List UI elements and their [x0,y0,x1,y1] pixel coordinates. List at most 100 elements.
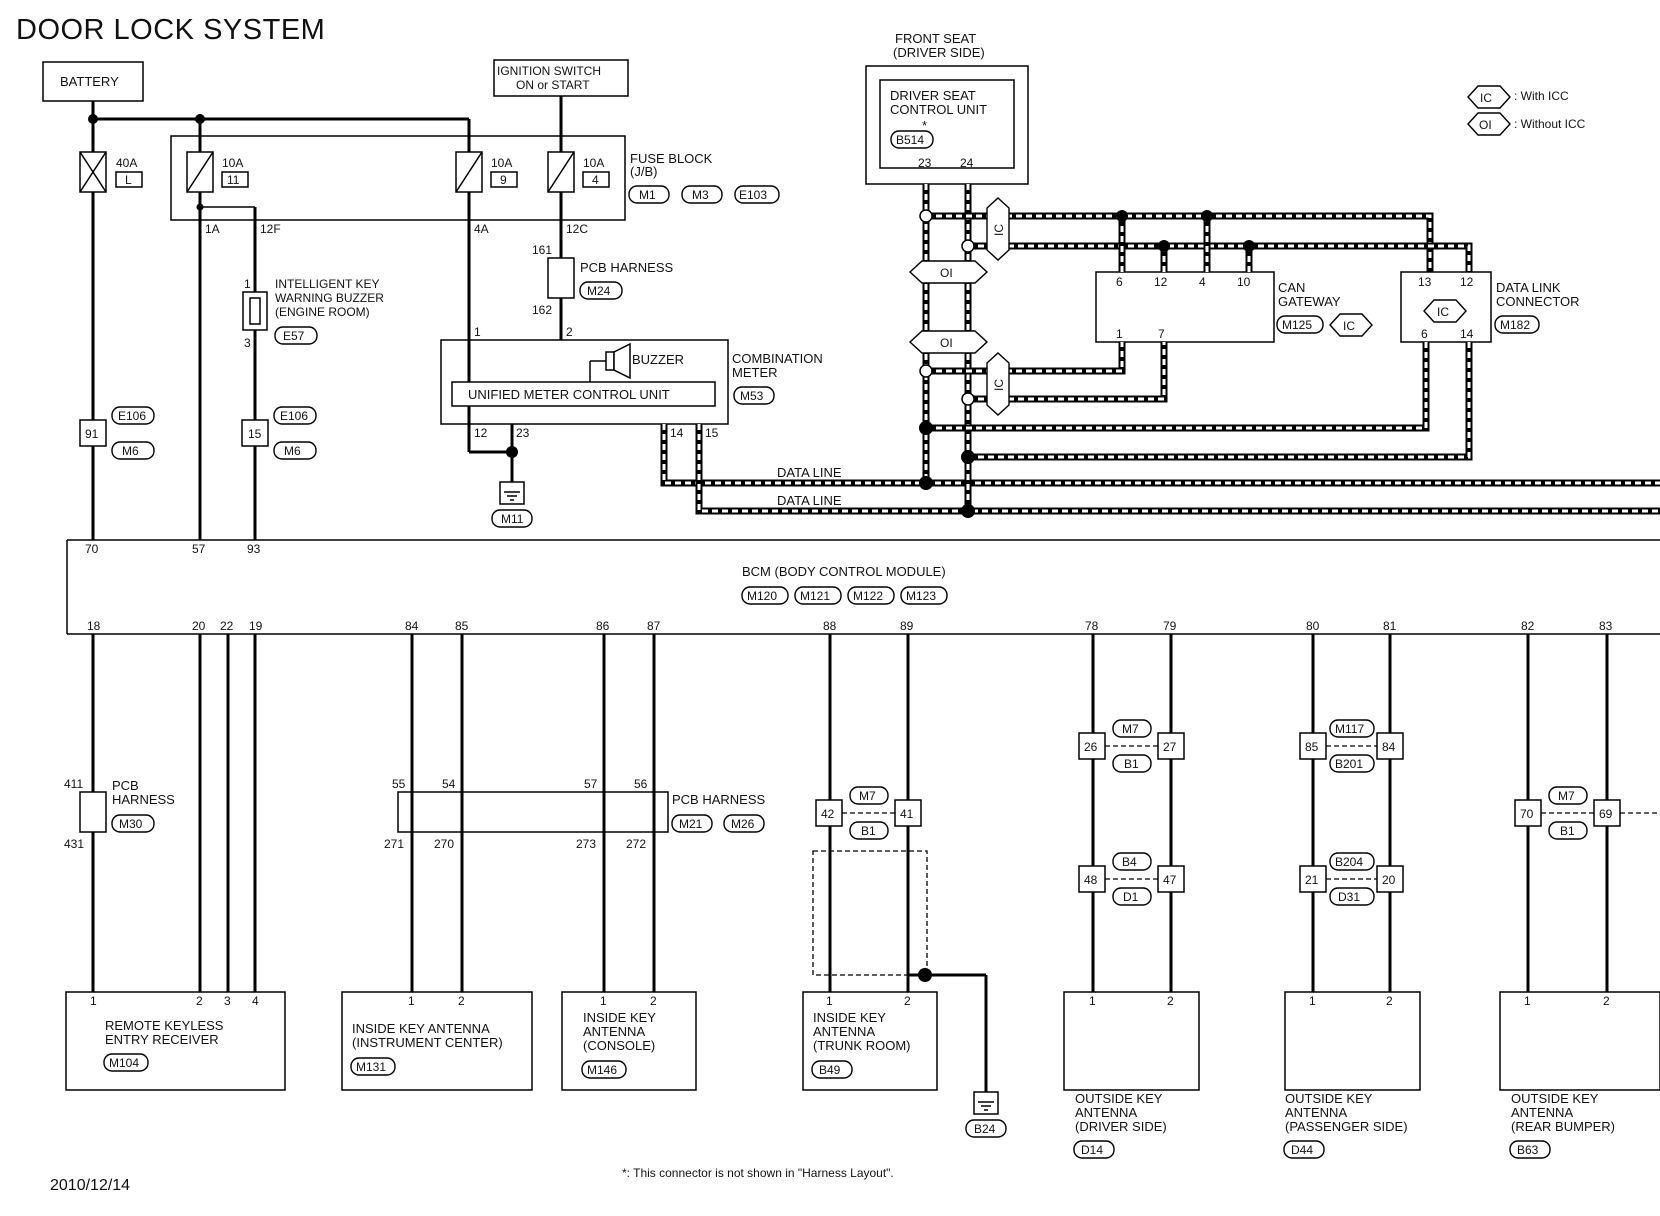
fuse-9-amp: 10A [491,156,512,170]
jc1-bottom: B1 [1124,757,1139,771]
ika-ic-pin-1: 1 [408,994,415,1008]
ika-ic-conn: M131 [356,1060,386,1074]
ika-tr-pin-2: 2 [904,994,911,1008]
ika-tr-line3: (TRUNK ROOM) [813,1038,911,1053]
battery-label: BATTERY [60,74,119,89]
inside-key-antenna-instrument: 1 2 INSIDE KEY ANTENNA (INSTRUMENT CENTE… [341,991,533,1091]
buzzer-conn: E57 [283,329,305,343]
oka-pa-line1: OUTSIDE KEY [1285,1091,1373,1106]
oka-dr-pin-2: 2 [1167,994,1174,1008]
pcb-m24-label: PCB HARNESS [580,260,674,275]
bcm-conn-m120: M120 [747,589,777,603]
ground-m11-label: M11 [501,512,524,526]
oka-dr-pin-1: 1 [1089,994,1096,1008]
jc2-left: 48 [1084,873,1098,887]
outside-key-antenna-rear: 1 2 OUTSIDE KEY ANTENNA (REAR BUMPER) B6… [1499,991,1660,1159]
warning-buzzer: 1 3 INTELLIGENT KEY WARNING BUZZER (ENGI… [242,277,384,350]
diagram-title: DOOR LOCK SYSTEM [16,14,325,46]
joint-connector-21-20: 21 20 B204 D31 [1299,852,1404,906]
bcm-pin-80: 80 [1306,619,1320,633]
pcb-harness-m21: 55 54 57 56 271 270 273 272 PCB HARNESS … [384,634,766,992]
legend-ic-text: : With ICC [1514,89,1569,103]
ic-marker-bottom-text: IC [992,379,1006,391]
fuse-block-conn-e103: E103 [739,188,767,202]
bcm-pin-86: 86 [596,619,610,633]
oka-pa-line3: (PASSENGER SIDE) [1285,1119,1408,1134]
ika-tr-line1: INSIDE KEY [813,1010,886,1025]
can-pin-7: 7 [1158,327,1165,341]
ground-b24-label: B24 [974,1122,996,1136]
oka-pa-pin-1: 1 [1309,994,1316,1008]
front-seat-line2: (DRIVER SIDE) [893,45,985,60]
combination-meter: UNIFIED METER CONTROL UNIT BUZZER COMBIN… [440,325,823,440]
meter-pin-2: 2 [566,325,573,339]
joint-connector-26-27: 26 27 M7 B1 [1078,719,1185,773]
meter-pin-12: 12 [474,426,488,440]
meter-pin-14: 14 [670,426,684,440]
bcm-pin-18: 18 [87,619,101,633]
jc2-bottom: D1 [1123,890,1139,904]
oi-marker-upper-text: OI [940,266,953,280]
inline-15-top: E106 [280,409,308,423]
jc1-left: 26 [1084,740,1098,754]
ika-tr-pin-1: 1 [826,994,833,1008]
pcb-m30-pin-431: 431 [64,837,84,851]
driver-seat-conn: B514 [896,133,924,147]
ika-ic-line1: INSIDE KEY ANTENNA [352,1021,490,1036]
oka-re-line1: OUTSIDE KEY [1511,1091,1599,1106]
oka-dr-conn: D14 [1081,1143,1103,1157]
rke-pin-3: 3 [224,994,231,1008]
bcm-pin-87: 87 [647,619,661,633]
jc0-bottom: B1 [861,824,876,838]
pcb-m21-pin-270: 270 [434,837,454,851]
driver-seat-unit-line2: CONTROL UNIT [890,102,987,117]
oi-marker-lower: OI [908,330,989,354]
trunk-shield-outline [812,850,928,976]
meter-line1: COMBINATION [732,351,823,366]
jc3-left: 85 [1305,740,1319,754]
driver-seat-pin-24: 24 [960,156,974,170]
bcm-conn-m122: M122 [853,589,883,603]
meter-line2: METER [732,365,778,380]
bcm-conn-m121: M121 [800,589,830,603]
oka-re-pin-1: 1 [1524,994,1531,1008]
fuse-block-jb: (J/B) [630,164,657,179]
can-gateway-box [1095,271,1275,343]
pcb-m21-label: PCB HARNESS [672,792,766,807]
dlc-pin-12: 12 [1460,275,1474,289]
fuse-block-conn-m1: M1 [639,188,656,202]
pcb-m21-pin-57: 57 [584,777,598,791]
jc0-right: 41 [900,807,914,821]
outside-key-antenna-passenger: 1 2 OUTSIDE KEY ANTENNA (PASSENGER SIDE)… [1283,991,1421,1159]
pcb-m21-pin-271: 271 [384,837,404,851]
bcm-pin-83: 83 [1599,619,1613,633]
buzzer-line2: WARNING BUZZER [275,291,384,305]
inline-91-pin: 91 [85,427,99,441]
can-pin-6: 6 [1116,275,1123,289]
pcb-m26-conn: M26 [731,817,755,831]
joint-connector-70-69: 70 69 M7 B1 [1514,786,1660,840]
dlc-line2: CONNECTOR [1496,294,1580,309]
rke-line1: REMOTE KEYLESS [105,1018,224,1033]
jc5-top: M7 [1558,789,1575,803]
ika-tr-conn: B49 [819,1063,841,1077]
oi-marker-upper: OI [908,260,989,284]
bcm-pin-78: 78 [1085,619,1099,633]
meter-pin-15: 15 [705,426,719,440]
bcm-pin-89: 89 [900,619,914,633]
inline-15-pin: 15 [248,427,262,441]
ic-marker-top-text: IC [992,224,1006,236]
fuse-40a-num: L [125,173,132,187]
driver-seat-star: * [922,118,927,133]
fuse-11-amp: 10A [222,156,243,170]
pcb-harness-m24: 161 162 PCB HARNESS M24 [532,243,674,317]
oka-dr-line2: ANTENNA [1075,1105,1137,1120]
ika-co-line3: (CONSOLE) [583,1038,655,1053]
dlc-pin-13: 13 [1418,275,1432,289]
fuse-block-box [170,135,626,221]
pcb-m21-pin-272: 272 [626,837,646,851]
ground-b24: B24 [965,1091,1007,1138]
bcm-label: BCM (BODY CONTROL MODULE) [742,564,946,579]
oka-re-conn: B63 [1517,1143,1539,1157]
